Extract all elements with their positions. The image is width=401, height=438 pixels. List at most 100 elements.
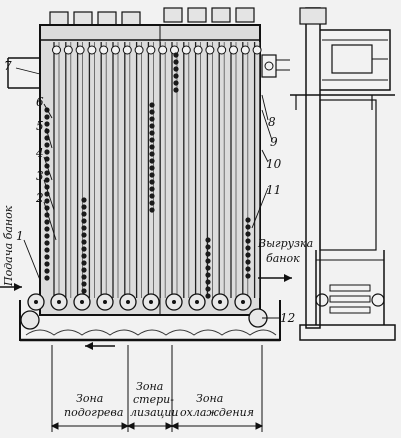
can-bead (149, 172, 155, 178)
callout-1: 1 (16, 229, 24, 243)
roller-hub (34, 300, 38, 304)
top-sprocket (193, 45, 203, 55)
can-bead (245, 217, 251, 223)
can-bead (81, 239, 87, 245)
can-bead (149, 151, 155, 157)
callout-11: 11 (266, 183, 281, 197)
can-bead (81, 218, 87, 224)
roller-hub (103, 300, 107, 304)
can-bead (205, 293, 211, 299)
zone-steril-line2: стери- (133, 393, 174, 406)
can-bead (81, 246, 87, 252)
can-bead (173, 80, 179, 86)
can-bead (173, 87, 179, 93)
top-sprocket (111, 45, 120, 55)
can-bead (44, 198, 50, 204)
unload-label-line2: банок (266, 252, 300, 265)
top-sprocket (99, 45, 109, 55)
callout-10: 10 (266, 157, 282, 171)
can-bead (149, 207, 155, 213)
leader-lines (15, 67, 280, 319)
can-bead (205, 244, 211, 250)
can-bead (173, 66, 179, 72)
zone-dimensions (50, 345, 264, 432)
can-bead (81, 253, 87, 259)
can-bead (245, 273, 251, 279)
top-sprocket (134, 45, 144, 55)
can-bead (44, 219, 50, 225)
can-bead (205, 286, 211, 292)
top-sprocket (229, 45, 238, 55)
can-bead (81, 204, 87, 210)
can-bead (149, 144, 155, 150)
flow-arrow-head (85, 342, 93, 350)
can-bead (81, 274, 87, 280)
roller-hub (80, 300, 84, 304)
can-bead (245, 238, 251, 244)
side-view (290, 7, 396, 341)
top-sprocket (181, 45, 191, 55)
top-tanks (49, 7, 255, 27)
zone-cool-line1: Зона (196, 392, 223, 405)
can-bead (81, 281, 87, 287)
top-sprocket (75, 45, 85, 55)
top-sprocket (240, 45, 250, 55)
chain-channels (52, 42, 262, 298)
can-bead (205, 272, 211, 278)
can-bead (149, 137, 155, 143)
can-bead (205, 265, 211, 271)
top-sprocket (87, 45, 97, 55)
bottom-rollers (20, 293, 268, 330)
callout-7: 7 (4, 59, 12, 73)
can-bead (44, 275, 50, 281)
unload-arrow (258, 274, 292, 282)
zone-preheat-line2: подогрева (64, 406, 123, 419)
callout-9: 9 (270, 135, 278, 149)
roller-hub (195, 300, 199, 304)
can-bead (44, 247, 50, 253)
top-sprocket (252, 45, 262, 55)
feed-roller (20, 310, 40, 330)
top-sprocket (217, 45, 227, 55)
can-bead (149, 165, 155, 171)
can-bead (149, 123, 155, 129)
can-bead (173, 52, 179, 58)
can-bead (44, 268, 50, 274)
can-bead (149, 102, 155, 108)
callout-3: 3 (36, 169, 44, 183)
can-bead (44, 233, 50, 239)
can-bead (205, 251, 211, 257)
can-bead (44, 170, 50, 176)
can-bead (81, 267, 87, 273)
can-bead (205, 237, 211, 243)
can-bead (245, 252, 251, 258)
can-bead (81, 260, 87, 266)
roller-hub (126, 300, 130, 304)
can-bead (81, 211, 87, 217)
can-bead (149, 130, 155, 136)
feed-arrow (0, 283, 22, 291)
callout-2: 2 (35, 191, 44, 205)
zone-steril-line3: лизации (130, 406, 179, 419)
callout-8: 8 (268, 115, 276, 129)
can-bead (81, 197, 87, 203)
can-bead (149, 158, 155, 164)
can-bead (44, 156, 50, 162)
top-sprocket (52, 45, 61, 55)
can-bead (245, 245, 251, 251)
can-bead (81, 288, 87, 294)
can-bead (149, 186, 155, 192)
feed-label: Подача банок (2, 205, 15, 287)
can-bead (149, 109, 155, 115)
zone-steril-line1: Зона (136, 380, 163, 393)
can-bead (173, 59, 179, 65)
zone-cool-line2: охлаждения (180, 406, 254, 419)
top-sprocket (122, 45, 132, 55)
can-bead (149, 179, 155, 185)
can-bead (44, 254, 50, 260)
top-sprocket (205, 45, 215, 55)
can-bead (173, 73, 179, 79)
can-bead (44, 226, 50, 232)
can-bead (245, 259, 251, 265)
